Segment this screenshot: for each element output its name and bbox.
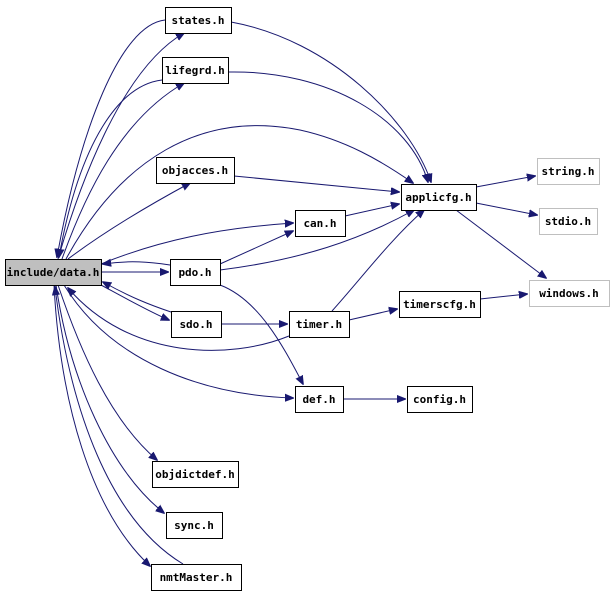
node-config[interactable]: config.h [407, 386, 473, 413]
node-sdo[interactable]: sdo.h [171, 311, 222, 338]
node-label-data: include/data.h [7, 266, 100, 279]
edge-pdo-to-data [103, 262, 171, 265]
edge-lifegrd-to-data [59, 79, 163, 257]
node-box-lifegrd [162, 57, 229, 84]
node-label-can: can.h [303, 217, 336, 230]
edge-timerscfg-to-windows [479, 294, 527, 300]
edge-data-to-applicfg [65, 125, 413, 260]
node-box-def [295, 386, 344, 413]
node-string[interactable]: string.h [537, 158, 600, 185]
edge-data-to-nmtMaster [53, 284, 150, 566]
node-box-stdio [539, 208, 598, 235]
node-box-sync [166, 512, 223, 539]
edge-data-to-def [63, 284, 293, 398]
node-label-objacces: objacces.h [162, 164, 228, 177]
node-label-stdio: stdio.h [545, 215, 591, 228]
node-label-string: string.h [542, 165, 595, 178]
node-label-config: config.h [413, 393, 466, 406]
edge-data-to-states [57, 33, 184, 260]
node-label-def: def.h [302, 393, 335, 406]
node-box-sdo [171, 311, 222, 338]
node-box-data [5, 259, 102, 286]
node-label-sync: sync.h [174, 519, 214, 532]
edge-sdo-to-data [103, 282, 172, 313]
node-box-nmtMaster [151, 564, 242, 591]
edge-pdo-to-def [219, 284, 303, 384]
edge-data-to-objacces [67, 183, 190, 260]
node-box-config [407, 386, 473, 413]
node-windows[interactable]: windows.h [529, 280, 610, 307]
node-nmtMaster[interactable]: nmtMaster.h [151, 564, 242, 591]
node-label-timerscfg: timerscfg.h [403, 298, 476, 311]
edge-applicfg-to-string [475, 176, 535, 188]
node-box-timer [289, 311, 350, 338]
node-label-states: states.h [172, 14, 225, 27]
edge-timer-to-timerscfg [348, 309, 397, 321]
node-label-sdo: sdo.h [179, 318, 212, 331]
node-label-nmtMaster: nmtMaster.h [160, 571, 233, 584]
edge-data-to-can [100, 223, 293, 265]
node-label-windows: windows.h [539, 287, 599, 300]
node-objacces[interactable]: objacces.h [156, 157, 235, 184]
edge-can-to-applicfg [344, 204, 399, 217]
node-box-objacces [156, 157, 235, 184]
edge-applicfg-to-windows [455, 209, 546, 278]
node-def[interactable]: def.h [295, 386, 344, 413]
edge-pdo-to-can [219, 231, 293, 265]
edge-nmtMaster-to-data [55, 287, 184, 565]
edge-data-to-sdo [100, 284, 169, 320]
node-box-windows [529, 280, 610, 307]
node-box-timerscfg [399, 291, 481, 318]
edge-timer-to-data [68, 288, 290, 351]
node-box-applicfg [401, 184, 477, 211]
node-timerscfg[interactable]: timerscfg.h [399, 291, 481, 318]
edge-objacces-to-applicfg [233, 175, 399, 192]
node-label-objdictdef: objdictdef.h [155, 468, 234, 481]
node-box-pdo [170, 259, 221, 286]
node-states[interactable]: states.h [165, 7, 232, 34]
nodes-layer: include/data.h states.h lifegrd.h objacces.… [5, 7, 610, 591]
node-label-lifegrd: lifegrd.h [165, 64, 225, 77]
edge-data-to-objdictdef [57, 284, 157, 460]
node-sync[interactable]: sync.h [166, 512, 223, 539]
edge-data-to-sync [55, 284, 164, 513]
node-box-string [537, 158, 600, 185]
edges-layer [53, 19, 546, 566]
edge-states-to-applicfg [230, 21, 431, 182]
node-box-objdictdef [152, 461, 239, 488]
node-label-timer: timer.h [296, 318, 342, 331]
node-stdio[interactable]: stdio.h [539, 208, 598, 235]
node-timer[interactable]: timer.h [289, 311, 350, 338]
edge-states-to-data [57, 19, 166, 257]
node-applicfg[interactable]: applicfg.h [401, 184, 477, 211]
node-data[interactable]: include/data.h [5, 259, 102, 286]
edge-timer-to-applicfg [331, 210, 424, 312]
edge-pdo-to-applicfg [219, 210, 414, 271]
node-lifegrd[interactable]: lifegrd.h [162, 57, 229, 84]
node-box-states [165, 7, 232, 34]
edge-lifegrd-to-applicfg [227, 71, 428, 182]
node-box-can [295, 210, 346, 237]
node-can[interactable]: can.h [295, 210, 346, 237]
node-label-pdo: pdo.h [178, 266, 211, 279]
node-label-applicfg: applicfg.h [405, 191, 471, 204]
node-objdictdef[interactable]: objdictdef.h [152, 461, 239, 488]
node-pdo[interactable]: pdo.h [170, 259, 221, 286]
edge-data-to-lifegrd [61, 83, 184, 260]
edge-applicfg-to-stdio [475, 202, 537, 215]
